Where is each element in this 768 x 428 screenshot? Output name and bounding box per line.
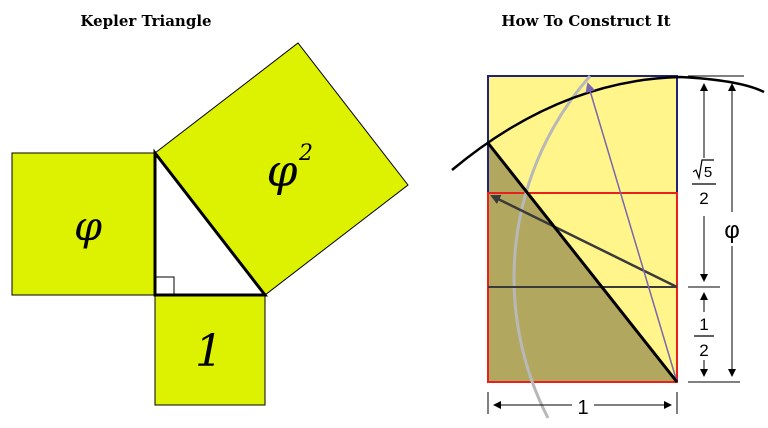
one-label: 1 [195,326,223,377]
phi-label: φ [74,204,102,250]
half-numerator: 1 [699,315,708,334]
half-denominator: 2 [699,341,708,360]
construction-panel: How To Construct It [451,12,765,419]
right-angle-marker [155,276,175,295]
kepler-triangle [153,148,269,297]
kepler-triangle-title: Kepler Triangle [80,12,211,30]
sqrt5-denominator: 2 [699,189,708,208]
radical-sign [692,159,714,181]
black-arc [451,75,765,171]
construction-title: How To Construct It [501,12,670,30]
half-label: 1 2 [692,312,716,360]
phi-dimension-text: φ [724,217,740,244]
one-dimension-text: 1 [577,397,588,419]
blue-outline [487,75,678,193]
kepler-triangle-panel: Kepler Triangle φ φ 2 1 [11,12,409,406]
sqrt5-over-2-label: 5 2 [690,158,718,216]
sqrt5-numerator: 5 [704,164,712,181]
phi-dimension-label: φ [720,212,744,246]
phi-squared-exponent-label: 2 [298,141,313,166]
hypotenuse-line [486,142,679,383]
purple-arrow [585,82,678,383]
radius-arrow [490,194,678,289]
phi-squared-base-label: φ [267,146,298,197]
gray-arc [512,75,592,419]
